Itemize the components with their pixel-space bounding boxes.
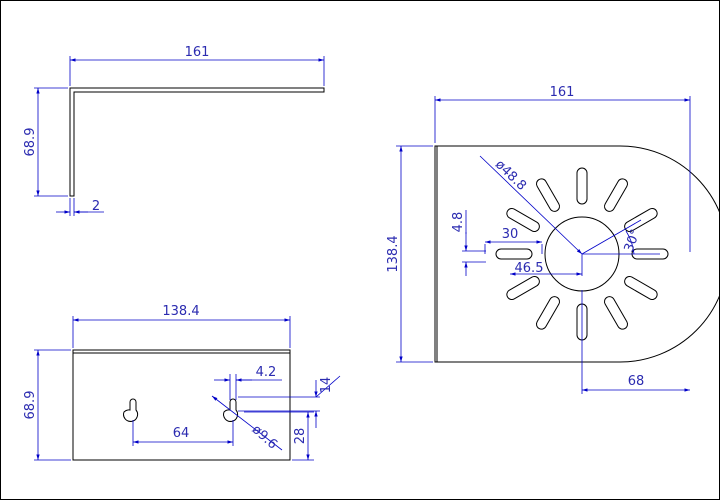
top-height-label: 68.9 [23, 128, 38, 157]
angle-arc [625, 230, 635, 255]
hole-height-label: 28 [293, 428, 308, 445]
radial-slot [536, 178, 560, 212]
front-view: 138.4 68.9 64 4.2 14 28 ø9.6 [23, 304, 341, 461]
radial-slot [624, 276, 658, 300]
l-bracket-profile [69, 87, 325, 197]
slot-radius-label: 46.5 [515, 261, 544, 276]
plate-width-label: 161 [550, 85, 575, 100]
radial-slot [506, 208, 540, 232]
keyhole-left [123, 398, 139, 422]
center-hole-label: ø48.8 [492, 157, 529, 193]
hole-diameter-label: ø9.6 [249, 422, 280, 452]
radial-slot [576, 167, 588, 205]
plate-outline [434, 145, 720, 363]
front-plate-outline [72, 349, 291, 461]
front-height-label: 68.9 [23, 391, 38, 420]
slot-angle-label: 30° [622, 227, 644, 254]
top-length-label: 161 [185, 45, 210, 60]
radial-slot [506, 276, 540, 300]
leader-line [315, 375, 341, 398]
radial-slot [536, 296, 560, 330]
hole-spacing-label: 64 [173, 426, 190, 441]
leader-line-center-hole [479, 155, 583, 255]
plate-slot-length-label: 30 [502, 227, 519, 242]
plate-slot-width-label: 4.8 [451, 212, 466, 233]
front-width-label: 138.4 [162, 304, 199, 319]
plate-view: 161 138.4 68 ø48.8 30 4.8 46.5 30° [386, 85, 720, 394]
radial-slot [604, 178, 628, 212]
center-offset-label: 68 [628, 374, 645, 389]
slot-width-label: 4.2 [256, 365, 277, 380]
keyhole-right [223, 398, 239, 422]
angle-reference-line [581, 219, 642, 255]
radial-slot [604, 296, 628, 330]
top-view: 161 68.9 2 [23, 45, 325, 216]
plate-height-label: 138.4 [386, 235, 401, 272]
slot-length-label: 14 [319, 377, 334, 394]
top-thickness-label: 2 [92, 199, 100, 214]
radial-slot [495, 248, 533, 260]
leader-line-hole-diameter [211, 395, 283, 451]
